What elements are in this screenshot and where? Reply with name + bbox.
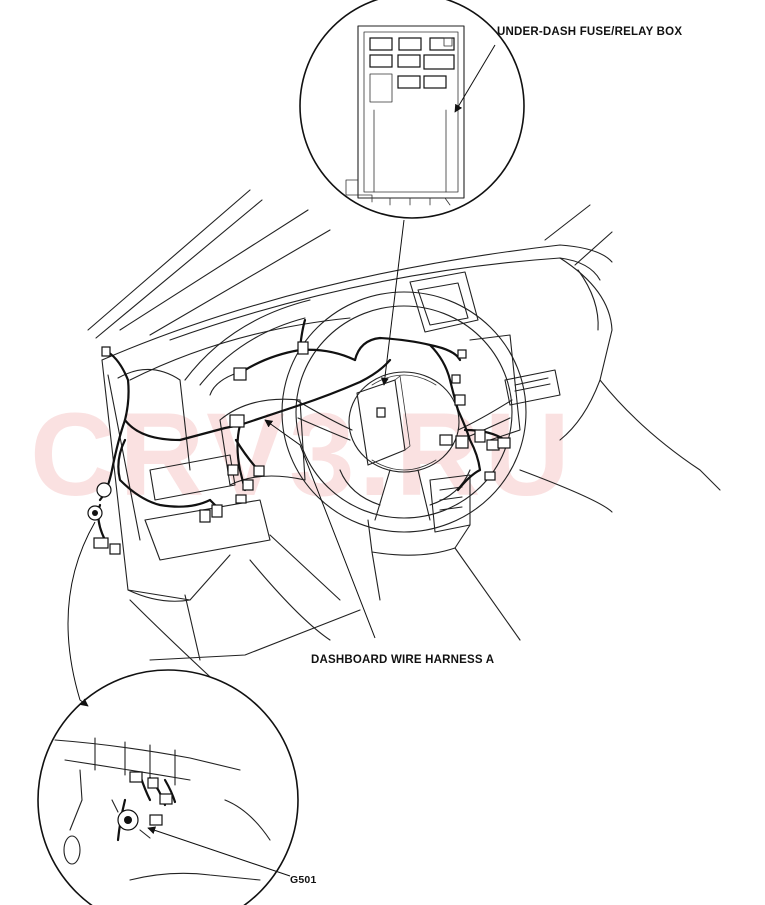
- ground-label: G501: [290, 874, 317, 886]
- dashboard-outline: [87, 189, 721, 701]
- fuse-box-label: UNDER-DASH FUSE/RELAY BOX: [497, 26, 682, 38]
- harness-label: DASHBOARD WIRE HARNESS A: [311, 654, 494, 666]
- callout-leaders: [67, 44, 496, 877]
- wire-harness: [97, 318, 507, 542]
- ground-detail: [37, 669, 299, 905]
- fuse-box-detail: [299, 0, 525, 219]
- watermark: CRV3.RU: [30, 389, 574, 521]
- harness-connectors: [87, 341, 511, 555]
